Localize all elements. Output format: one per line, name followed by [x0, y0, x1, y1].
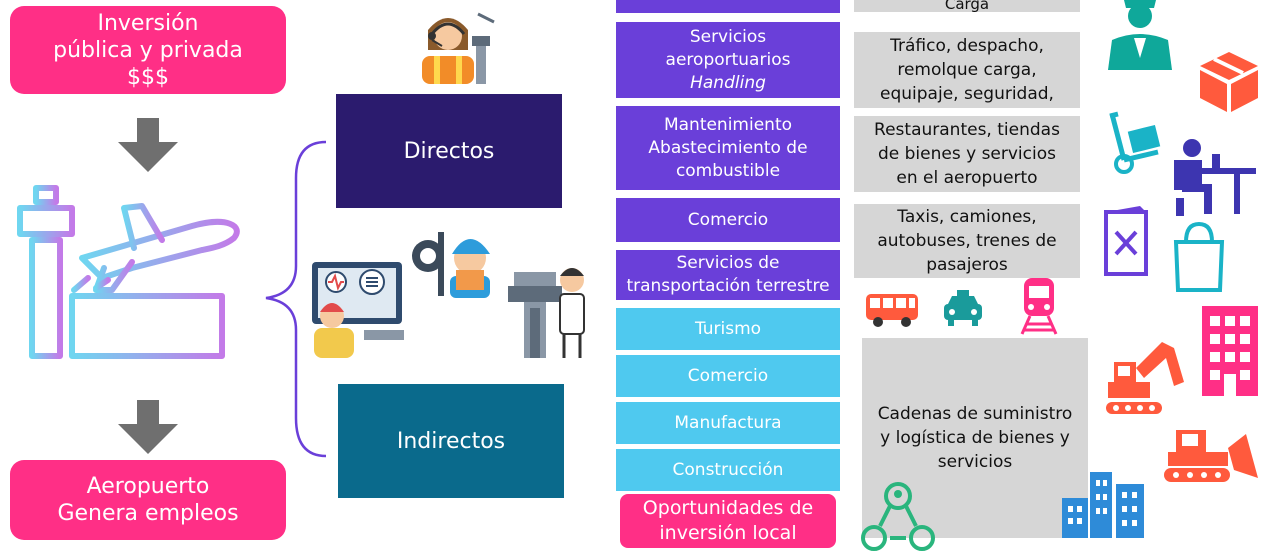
handling-label: Handling — [690, 72, 766, 93]
cargo-box: Carga — [854, 0, 1080, 12]
commerce-service-box: Comercio — [616, 198, 840, 242]
bulldozer-icon — [1164, 430, 1258, 482]
network-people-icon — [861, 482, 935, 551]
menu-icon — [1104, 206, 1148, 276]
taxi-icon — [944, 290, 982, 326]
service-box-top-cut — [616, 0, 840, 13]
building-icon — [1202, 306, 1258, 396]
ground-transport-label: Servicios de transportación terrestre — [626, 253, 830, 296]
supply-chain-box: Cadenas de suministro y logística de bie… — [862, 338, 1088, 538]
supply-chain-description: Cadenas de suministro y logística de bie… — [877, 404, 1073, 472]
direct-jobs-box: Directos — [336, 94, 562, 208]
tourism-label: Turismo — [694, 319, 762, 339]
train-icon — [1020, 278, 1058, 335]
commerce-service-label: Comercio — [687, 209, 769, 230]
air-traffic-controller-icon — [422, 12, 495, 84]
investment-text: Inversión pública y privada $$$ — [53, 10, 243, 90]
excavator-icon — [1106, 342, 1184, 414]
maintenance-box: Mantenimiento Abastecimiento de combusti… — [616, 106, 840, 190]
desk-worker-icon — [1174, 139, 1256, 216]
restaurants-description: Restaurantes, tiendas de bienes y servic… — [874, 120, 1060, 188]
arrow-down-icon — [118, 400, 178, 454]
investment-box: Inversión pública y privada $$$ — [10, 6, 286, 94]
taxis-description-box: Taxis, camiones, autobuses, trenes de pa… — [854, 204, 1080, 278]
workers-illustration-icon — [312, 232, 585, 358]
hand-truck-icon — [1109, 111, 1161, 174]
maintenance-label: Mantenimiento Abastecimiento de combusti… — [648, 114, 808, 181]
restaurants-description-box: Restaurantes, tiendas de bienes y servic… — [854, 116, 1080, 192]
local-investment-box: Oportunidades de inversión local — [620, 494, 836, 548]
traffic-description-box: Tráfico, despacho, remolque carga, equip… — [854, 32, 1080, 108]
commerce-sector-label: Comercio — [687, 366, 769, 386]
shopping-bag-icon — [1173, 221, 1225, 292]
handling-services-box: Servicios aeroportuarios Handling — [616, 22, 840, 98]
brace-connector — [265, 140, 327, 458]
handling-services-label: Servicios aeroportuarios — [665, 26, 791, 70]
arrow-down-icon — [118, 118, 178, 172]
construction-box: Construcción — [616, 449, 840, 491]
local-investment-label: Oportunidades de inversión local — [642, 497, 814, 544]
indirect-jobs-label: Indirectos — [396, 428, 506, 454]
manufacturing-box: Manufactura — [616, 402, 840, 444]
direct-jobs-label: Directos — [403, 138, 495, 164]
airport-box: Aeropuerto Genera empleos — [10, 460, 286, 540]
bus-icon — [866, 294, 918, 327]
indirect-jobs-box: Indirectos — [338, 384, 564, 498]
airport-text: Aeropuerto Genera empleos — [57, 474, 239, 526]
tourism-box: Turismo — [616, 308, 840, 350]
airport-staff-icon — [1108, 0, 1172, 70]
traffic-description: Tráfico, despacho, remolque carga, equip… — [880, 36, 1054, 104]
construction-label: Construcción — [672, 460, 784, 480]
ground-transport-box: Servicios de transportación terrestre — [616, 250, 840, 300]
cargo-label: Carga — [944, 0, 990, 12]
package-box-icon — [1200, 52, 1258, 112]
manufacturing-label: Manufactura — [674, 413, 782, 433]
commerce-sector-box: Comercio — [616, 355, 840, 397]
airport-icon — [11, 185, 251, 361]
taxis-description: Taxis, camiones, autobuses, trenes de pa… — [877, 207, 1057, 275]
city-buildings-icon — [1062, 472, 1144, 538]
